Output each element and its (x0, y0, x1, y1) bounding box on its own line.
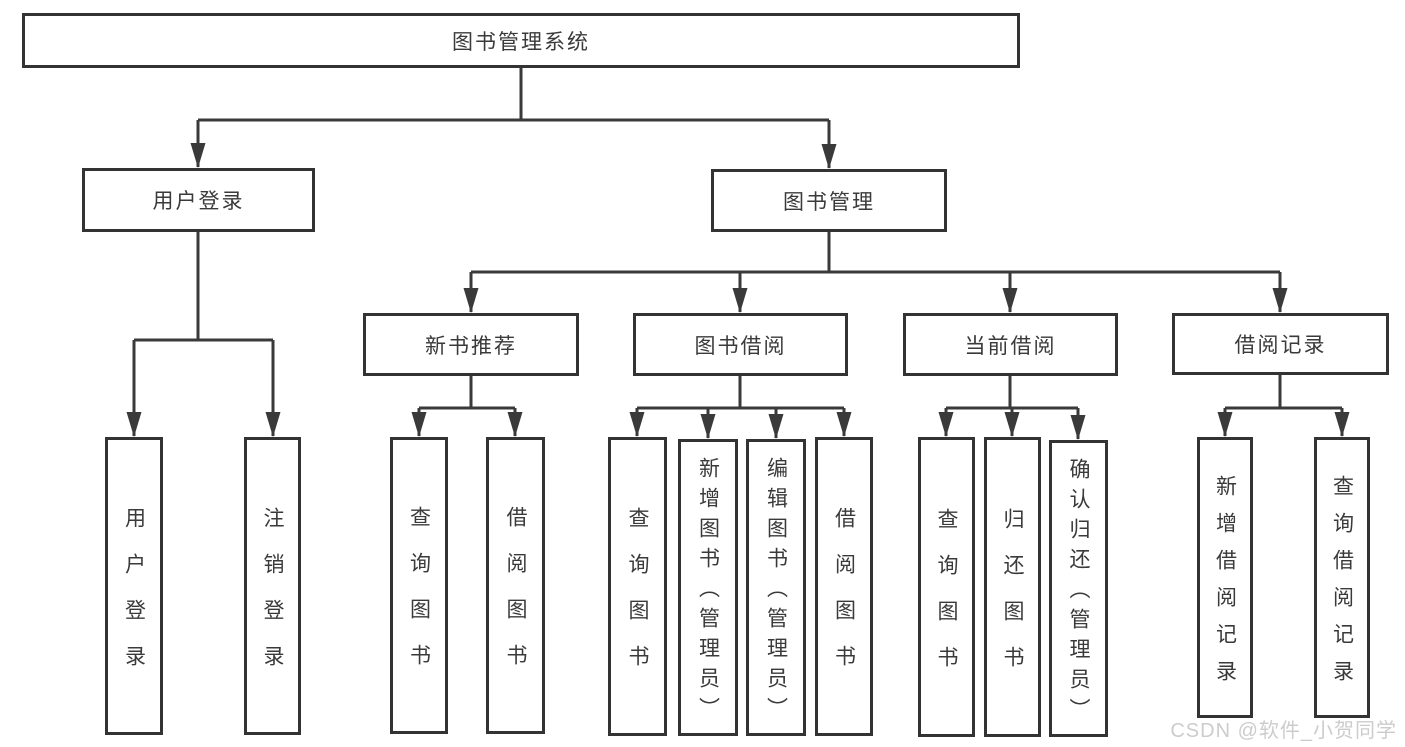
node-current-borrow: 当前借阅 (903, 313, 1118, 376)
node-book-borrow: 图书借阅 (633, 313, 848, 376)
node-leaf-borrow-books: 借阅图书 (815, 437, 873, 736)
edges-root (190, 68, 837, 169)
edges-borrow-records (1217, 375, 1350, 437)
node-new-book-recommend: 新书推荐 (363, 313, 579, 376)
node-label: 查询图书 (626, 507, 649, 691)
node-label: 用户登录 (152, 190, 245, 213)
node-leaf-user-login: 用户登录 (105, 437, 163, 735)
node-label: 新增图书（管理员） (696, 457, 720, 727)
node-label: 新书推荐 (425, 334, 517, 358)
edges-book-borrow (629, 376, 852, 439)
edges-user-login (126, 232, 281, 437)
node-label: 归还图书 (1001, 507, 1024, 692)
node-label: 图书管理 (783, 190, 875, 214)
node-leaf-edit-books-admin: 编辑图书（管理员） (746, 439, 806, 736)
node-label: 借阅记录 (1234, 334, 1327, 357)
edges-new-book-recommend (411, 376, 523, 437)
node-label: 查询借阅记录 (1330, 474, 1354, 697)
node-label: 确认归还（管理员） (1067, 458, 1090, 728)
node-label: 查询图书 (935, 507, 958, 692)
node-leaf-query-books: 查询图书 (608, 437, 667, 736)
node-leaf-query-books: 查询图书 (390, 437, 448, 734)
node-leaf-query-borrow-record: 查询借阅记录 (1314, 437, 1370, 718)
node-user-login: 用户登录 (82, 168, 315, 232)
node-leaf-return-books: 归还图书 (984, 437, 1041, 737)
node-borrow-records: 借阅记录 (1172, 313, 1389, 375)
node-leaf-add-borrow-record: 新增借阅记录 (1197, 437, 1253, 718)
node-label: 用户登录 (122, 506, 146, 691)
node-leaf-confirm-return-admin: 确认归还（管理员） (1049, 440, 1108, 737)
node-label: 图书借阅 (694, 334, 787, 358)
node-label: 借阅图书 (832, 507, 856, 691)
node-label: 注销登录 (261, 506, 284, 691)
node-label: 查询图书 (407, 506, 431, 690)
node-label: 当前借阅 (964, 334, 1057, 358)
edges-book-management (463, 232, 1288, 313)
edges-current-borrow (938, 376, 1086, 440)
node-leaf-logout: 注销登录 (244, 437, 301, 735)
node-label: 编辑图书（管理员） (764, 457, 788, 727)
node-leaf-query-books: 查询图书 (918, 437, 975, 737)
node-book-management: 图书管理 (711, 169, 947, 232)
node-label: 借阅图书 (504, 506, 527, 690)
node-library-management-system: 图书管理系统 (22, 13, 1020, 68)
node-leaf-add-books-admin: 新增图书（管理员） (678, 439, 738, 736)
node-label: 新增借阅记录 (1213, 474, 1237, 697)
watermark: CSDN @软件_小贺同学 (1170, 720, 1397, 742)
node-leaf-borrow-books: 借阅图书 (486, 437, 545, 734)
node-label: 图书管理系统 (452, 30, 590, 54)
